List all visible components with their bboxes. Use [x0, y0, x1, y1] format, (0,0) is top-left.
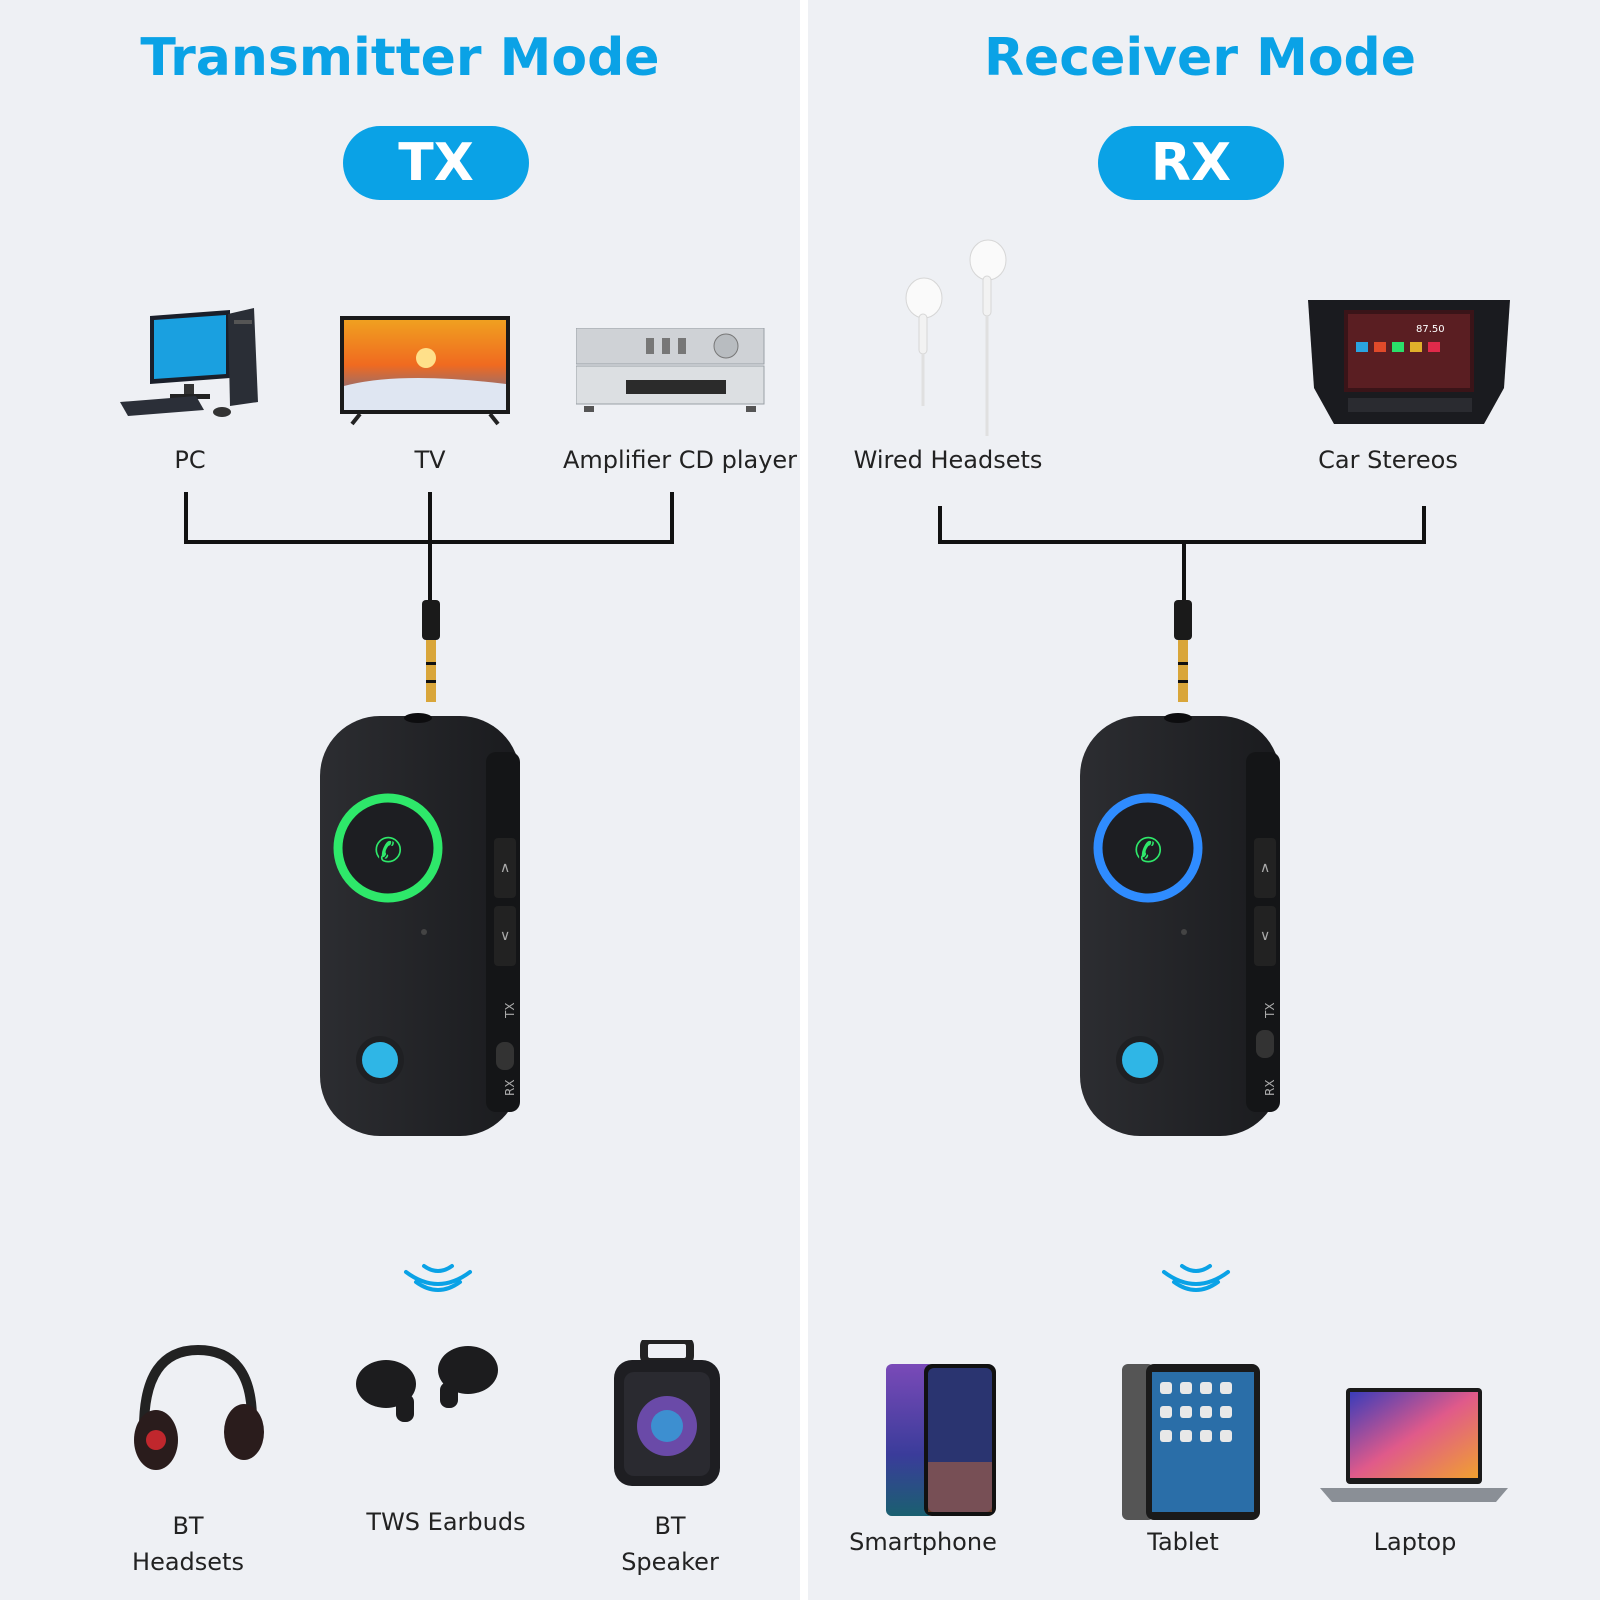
- amplifier-cd-player-icon: [576, 328, 765, 412]
- target-label-tablet: Tablet: [1147, 1528, 1219, 1556]
- source-label-wired-headsets: Wired Headsets: [853, 446, 1043, 474]
- tablet-icon: [1122, 1364, 1260, 1520]
- source-label-pc: PC: [174, 446, 206, 474]
- source-label-car-stereos: Car Stereos: [1318, 446, 1458, 474]
- bluetooth-adapter-tx: ✆ ∧ ∨ TX RX: [320, 713, 520, 1136]
- switch-label-rx: RX: [503, 1079, 517, 1096]
- smartphone-icon: [886, 1364, 996, 1516]
- tws-earbuds-icon: [356, 1346, 498, 1422]
- tx-connector-lines: [184, 492, 674, 702]
- tx-badge: TX: [343, 126, 529, 200]
- source-label-tv: TV: [414, 446, 446, 474]
- target-label-tws-earbuds: TWS Earbuds: [366, 1508, 526, 1536]
- wired-earphones-icon: [905, 239, 1007, 436]
- wireless-signal-icon: [1162, 1264, 1230, 1292]
- pc-icon: [120, 308, 258, 417]
- source-label-amplifier: Amplifier CD player: [562, 446, 798, 474]
- laptop-icon: [1320, 1388, 1508, 1502]
- bluetooth-adapter-rx: ✆ ∧ ∨ TX RX: [1080, 713, 1280, 1136]
- status-ring-green: [333, 793, 443, 903]
- target-label-laptop: Laptop: [1373, 1528, 1457, 1556]
- status-ring-blue: [1093, 793, 1203, 903]
- bt-speaker-icon: [614, 1340, 720, 1486]
- headphones-icon: [134, 1344, 264, 1470]
- switch-label-tx: TX: [1263, 1002, 1277, 1019]
- switch-label-rx: RX: [1263, 1079, 1277, 1096]
- svg-text:87.50: 87.50: [1416, 324, 1445, 335]
- rx-badge: RX: [1098, 126, 1284, 200]
- wireless-signal-icon: [404, 1264, 472, 1292]
- svg-text:∧: ∧: [500, 860, 510, 876]
- target-label-smartphone: Smartphone: [849, 1528, 997, 1556]
- panel-divider: [800, 0, 808, 1600]
- svg-text:∨: ∨: [1260, 928, 1270, 944]
- svg-text:∧: ∧: [1260, 860, 1270, 876]
- rx-connector-lines: [938, 506, 1426, 702]
- switch-label-tx: TX: [503, 1002, 517, 1019]
- svg-text:∨: ∨: [500, 928, 510, 944]
- phone-play-icon: ✆: [374, 831, 403, 871]
- receiver-mode-title: Receiver Mode: [983, 28, 1417, 88]
- tv-icon: [340, 316, 510, 426]
- transmitter-mode-panel: Transmitter Mode TX: [120, 28, 798, 1576]
- phone-play-icon: ✆: [1134, 831, 1163, 871]
- car-stereo-icon: 87.50: [1308, 300, 1510, 424]
- receiver-mode-panel: Receiver Mode RX 87.50 Wired Headsets Ca…: [808, 0, 1600, 1600]
- transmitter-mode-title: Transmitter Mode: [140, 28, 660, 88]
